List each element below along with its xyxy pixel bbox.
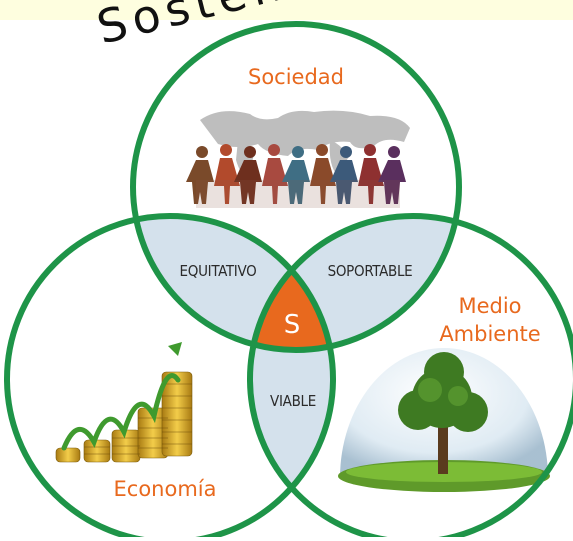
coin-stacks-arrow-icon bbox=[55, 342, 193, 463]
medio-ambiente-circle bbox=[247, 213, 573, 541]
overlap-soportable-region bbox=[250, 216, 459, 350]
people-world-map-icon bbox=[186, 110, 410, 208]
header-band bbox=[0, 0, 573, 20]
sociedad-label: Sociedad bbox=[247, 65, 345, 89]
viable-label: VIABLE bbox=[270, 392, 316, 410]
economia-circle bbox=[4, 213, 336, 541]
economia-label: Economía bbox=[113, 477, 217, 501]
sociedad-circle bbox=[130, 21, 462, 353]
equitativo-label: EQUITATIVO bbox=[179, 262, 257, 280]
people-chain bbox=[186, 144, 406, 204]
overlap-equitativo-region bbox=[133, 216, 333, 350]
medio-label: Medio bbox=[458, 294, 522, 318]
soportable-label: SOPORTABLE bbox=[327, 262, 413, 280]
tree-dome-icon bbox=[338, 348, 550, 492]
ambiente-label: Ambiente bbox=[439, 322, 541, 346]
center-s-label: S bbox=[283, 310, 301, 340]
